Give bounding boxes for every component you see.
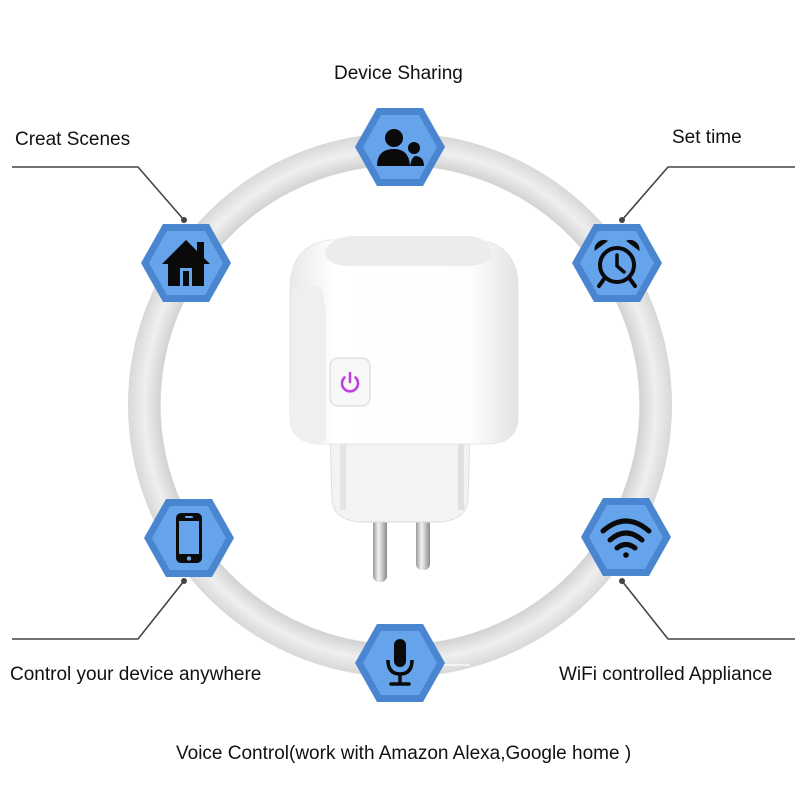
users-icon bbox=[377, 129, 424, 166]
wifi-icon bbox=[600, 518, 652, 558]
set-time-hex bbox=[571, 222, 663, 304]
control-anywhere-hex bbox=[143, 497, 235, 579]
alarm-clock-icon bbox=[594, 240, 640, 288]
creat-scenes-hex bbox=[140, 222, 232, 304]
smart-plug-image bbox=[289, 236, 519, 582]
wifi-appliance-hex bbox=[580, 496, 672, 578]
microphone-icon bbox=[386, 639, 414, 686]
leader-line-control-anywhere bbox=[12, 580, 185, 640]
home-icon bbox=[162, 240, 210, 286]
device-sharing-hex bbox=[354, 106, 446, 188]
leader-line-creat-scenes bbox=[12, 166, 185, 221]
wifi-appliance-label: WiFi controlled Appliance bbox=[559, 664, 773, 685]
power-icon bbox=[340, 371, 360, 393]
leader-line-set-time bbox=[621, 166, 795, 221]
set-time-label: Set time bbox=[672, 127, 742, 148]
voice-control-hex bbox=[354, 622, 446, 704]
device-sharing-label: Device Sharing bbox=[334, 63, 463, 84]
control-anywhere-label: Control your device anywhere bbox=[10, 664, 262, 685]
voice-control-label: Voice Control(work with Amazon Alexa,Goo… bbox=[176, 743, 632, 764]
smartphone-icon bbox=[176, 513, 202, 563]
leader-line-wifi bbox=[621, 580, 795, 640]
creat-scenes-label: Creat Scenes bbox=[15, 129, 131, 150]
